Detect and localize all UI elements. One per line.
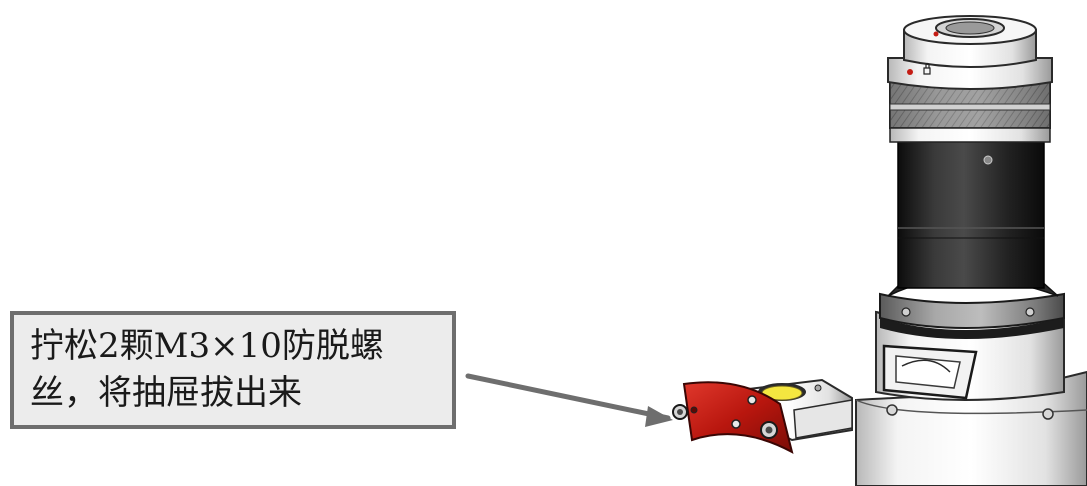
screw-icon [1042, 408, 1054, 420]
main-barrel [897, 139, 1045, 289]
indicator-dot-icon [933, 31, 939, 37]
screw-icon [901, 307, 911, 317]
screw-hole-icon [747, 395, 757, 405]
screw-hole-icon [731, 419, 741, 429]
instruction-callout: 拧松2颗M3×10防脱螺 丝，将抽屉拔出来 [10, 311, 456, 429]
screw-icon [886, 404, 898, 416]
screw-icon [983, 155, 993, 165]
top-cap [887, 15, 1053, 90]
callout-arrow [465, 373, 673, 427]
lens-drawer [672, 378, 853, 454]
lock-icon [923, 62, 931, 75]
screw-icon [814, 384, 822, 392]
callout-line-2: 丝，将抽屉拔出来 [30, 373, 302, 413]
callout-line-1: 拧松2颗M3×10防脱螺 [30, 326, 384, 366]
screw-hole-icon [690, 406, 698, 414]
screw-icon [1025, 307, 1035, 317]
indicator-dot-icon [907, 69, 913, 75]
